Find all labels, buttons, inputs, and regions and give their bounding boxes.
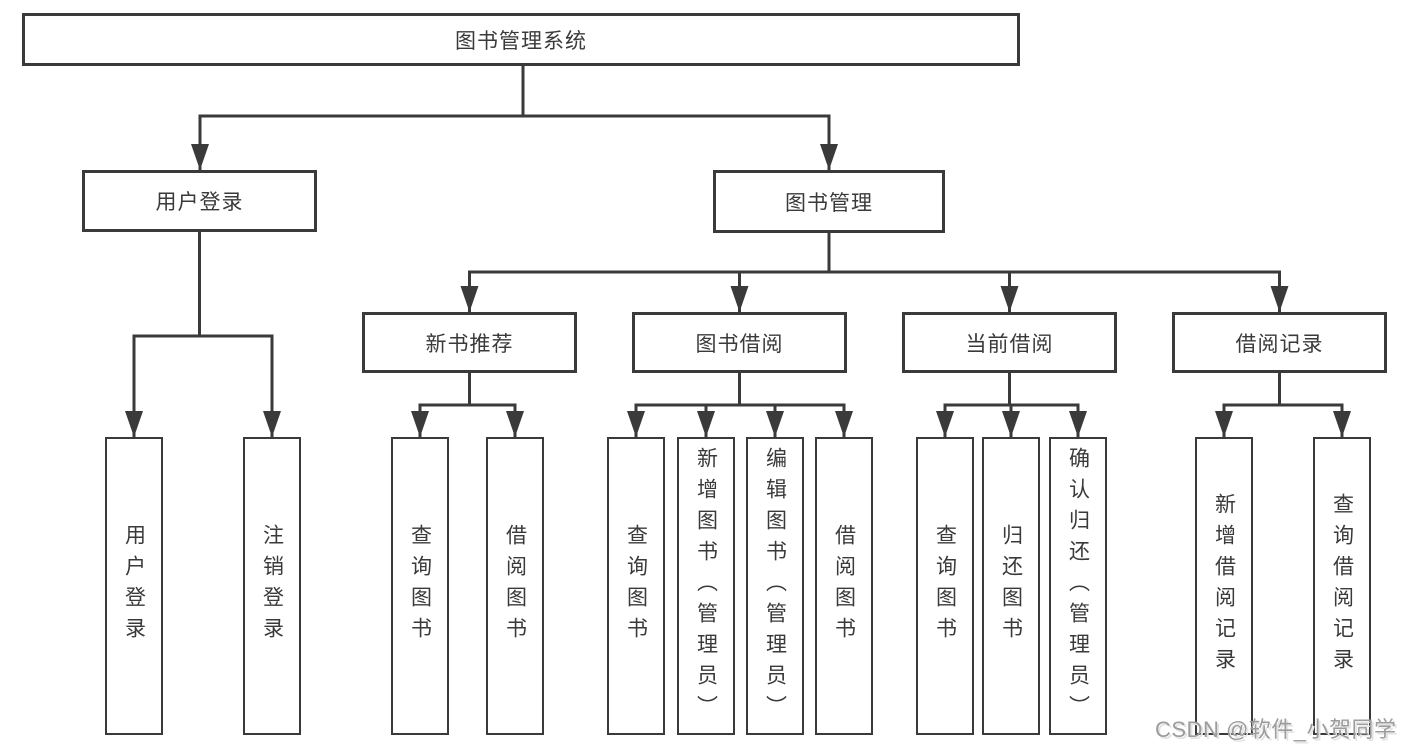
csdn-watermark: CSDN @软件_小贺同学 <box>1155 717 1397 742</box>
leaf-query-books-current: 查询图书 <box>916 437 974 735</box>
connector-book-borrow-to-leaves <box>627 373 853 437</box>
leaf-query-books-recommend: 查询图书 <box>391 437 449 735</box>
leaf-query-books-borrow: 查询图书 <box>607 437 665 735</box>
node-new-book-recommend: 新书推荐 <box>362 312 577 373</box>
connector-current-borrow-to-leaves <box>936 373 1087 437</box>
node-borrow-record: 借阅记录 <box>1172 312 1387 373</box>
leaf-confirm-return-admin: 确认归还（管理员） <box>1049 437 1107 735</box>
connector-book-management-to-level2 <box>460 233 1289 312</box>
leaf-logout: 注销登录 <box>243 437 301 735</box>
node-book-borrow: 图书借阅 <box>632 312 847 373</box>
connector-root-to-level1 <box>191 66 838 170</box>
leaf-edit-books-admin: 编辑图书（管理员） <box>746 437 804 735</box>
leaf-borrow-books-recommend: 借阅图书 <box>486 437 544 735</box>
leaf-add-books-admin: 新增图书（管理员） <box>677 437 735 735</box>
leaf-query-borrow-record: 查询借阅记录 <box>1313 437 1371 735</box>
connector-borrow-record-to-leaves <box>1215 373 1351 437</box>
node-current-borrow: 当前借阅 <box>902 312 1117 373</box>
node-user-login: 用户登录 <box>82 170 317 232</box>
leaf-borrow-books: 借阅图书 <box>815 437 873 735</box>
leaf-return-books: 归还图书 <box>982 437 1040 735</box>
node-library-management-system: 图书管理系统 <box>22 13 1020 66</box>
connector-new-book-recommend-to-leaves <box>411 373 524 437</box>
node-book-management: 图书管理 <box>713 170 945 233</box>
leaf-user-login: 用户登录 <box>105 437 163 735</box>
connector-user-login-to-leaves <box>125 232 281 437</box>
leaf-add-borrow-record: 新增借阅记录 <box>1195 437 1253 735</box>
